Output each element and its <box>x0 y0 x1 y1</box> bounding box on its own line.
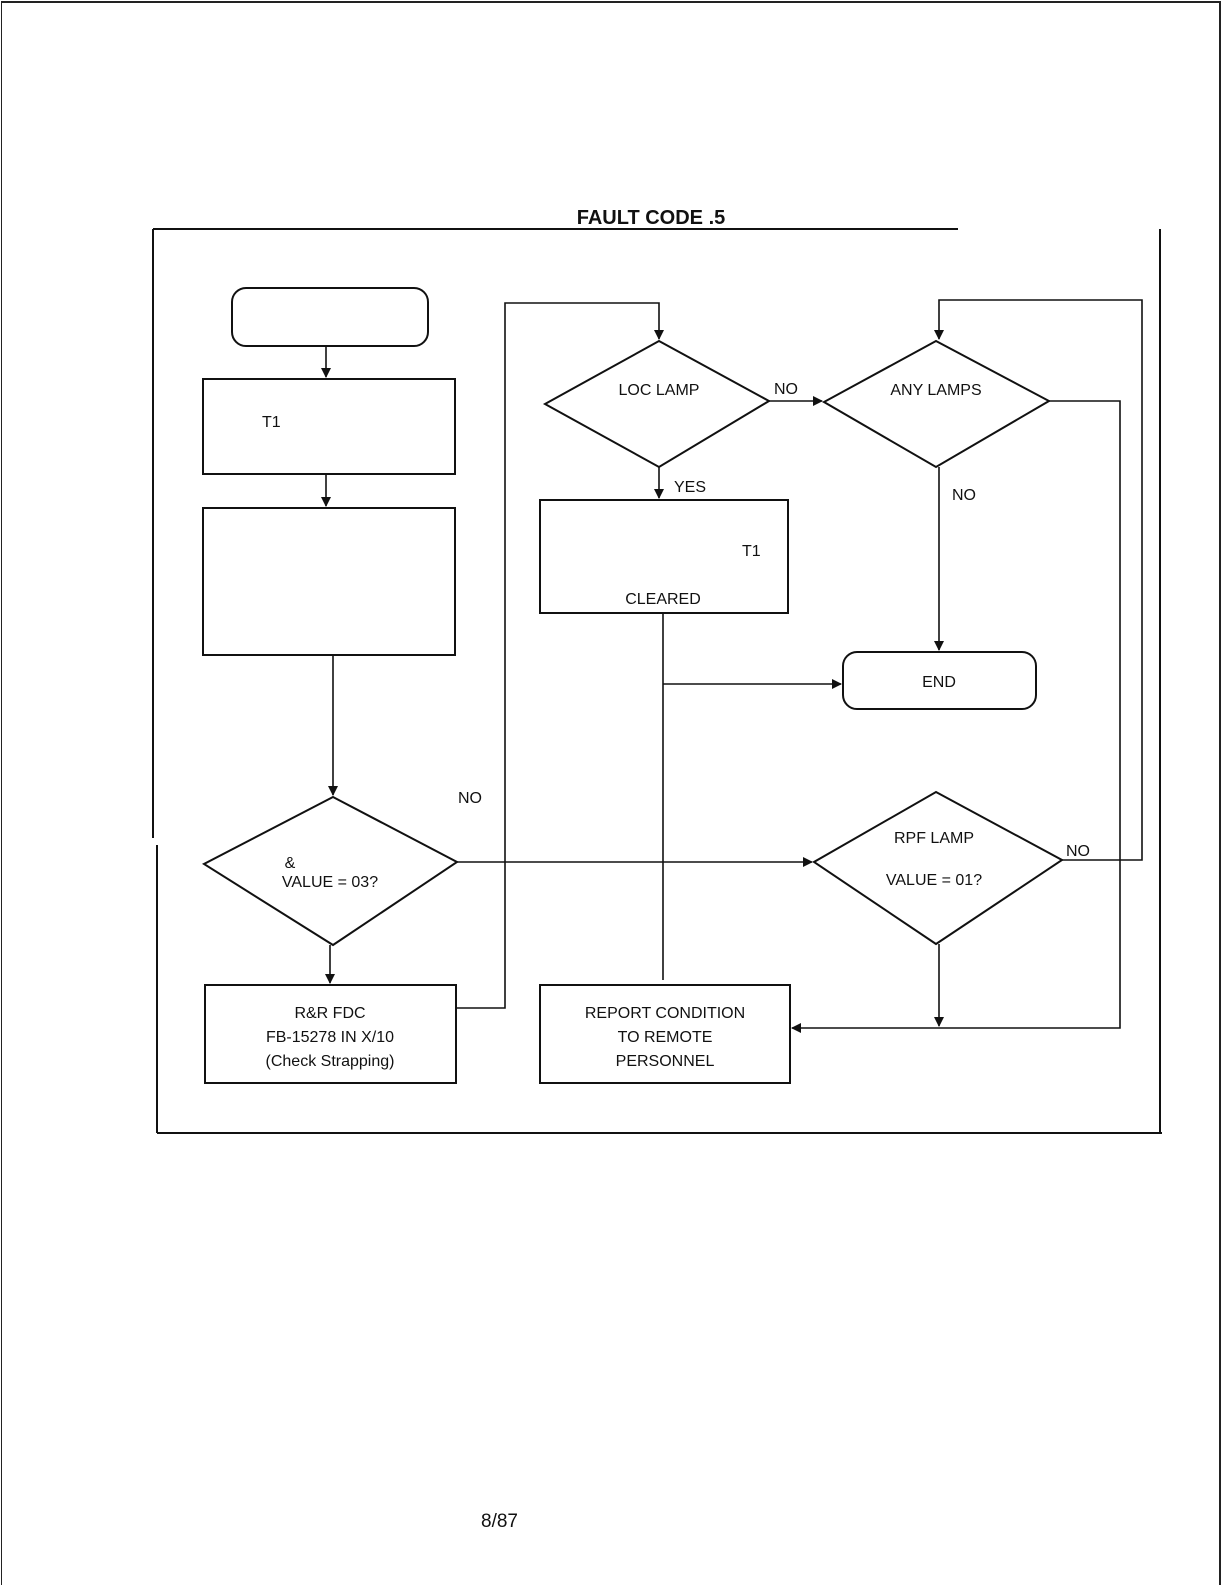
decision-value-03-line2: VALUE = 03? <box>282 874 378 891</box>
process-box-t1-label: T1 <box>262 414 281 431</box>
end-terminal <box>842 651 1037 710</box>
decision-rpf-lamp-line1: RPF LAMP <box>894 830 974 847</box>
decision-loc-lamp-label: LOC LAMP <box>619 382 700 399</box>
decision-any-lamps <box>821 339 1052 469</box>
process-box-blank <box>202 507 456 656</box>
page-footer: 8/87 <box>481 1511 518 1532</box>
process-cleared <box>539 499 789 614</box>
end-terminal-label: END <box>922 674 956 691</box>
edge-label-loc-no: NO <box>774 381 798 398</box>
edge-label-any-no: NO <box>952 487 976 504</box>
decision-value-03 <box>201 795 459 947</box>
process-rr-fdc-line3: (Check Strapping) <box>266 1053 395 1070</box>
process-report-line1: REPORT CONDITION <box>585 1005 745 1022</box>
decision-value-03-line1: & <box>285 855 296 872</box>
process-report <box>539 984 791 1084</box>
diagram-title: FAULT CODE .5 <box>577 207 726 229</box>
decision-rpf-lamp-line2: VALUE = 01? <box>886 872 982 889</box>
process-cleared-label: CLEARED <box>625 591 701 608</box>
process-rr-fdc <box>204 984 457 1084</box>
decision-rpf-lamp <box>812 790 1064 946</box>
process-rr-fdc-line2: FB-15278 IN X/10 <box>266 1029 394 1046</box>
decision-loc-lamp <box>542 339 772 469</box>
process-cleared-t1: T1 <box>742 543 761 560</box>
edge-rr-to-loc <box>456 302 664 1009</box>
edge-label-rpf-no: NO <box>1066 843 1090 860</box>
process-box-t1 <box>202 378 456 475</box>
edge-any-yes-to-report <box>791 400 1121 1033</box>
decision-any-lamps-label: ANY LAMPS <box>890 382 981 399</box>
edge-label-dec1-no: NO <box>458 790 482 807</box>
edge-label-loc-yes: YES <box>674 479 706 496</box>
process-report-line2: TO REMOTE <box>618 1029 713 1046</box>
start-terminal <box>231 287 429 347</box>
process-report-line3: PERSONNEL <box>616 1053 715 1070</box>
edge-rpf-no-loop <box>934 299 1143 861</box>
diagram-frame <box>152 228 1162 1134</box>
process-rr-fdc-line1: R&R FDC <box>294 1005 365 1022</box>
connectors <box>321 299 1143 1033</box>
